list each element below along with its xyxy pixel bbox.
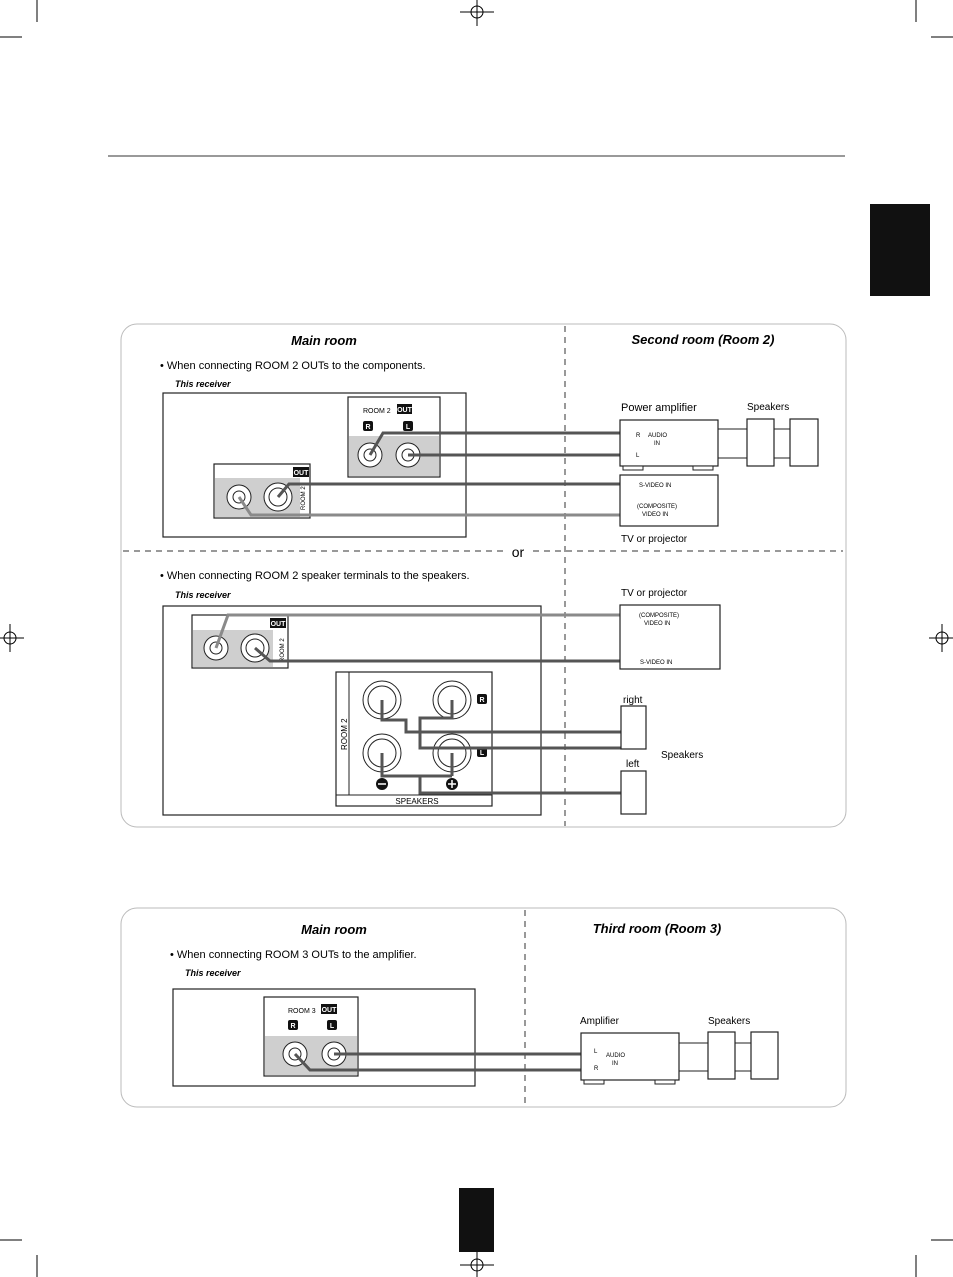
svg-text:ROOM 2: ROOM 2 [280,638,286,662]
tv-label-b: TV or projector [621,588,688,599]
svg-text:ROOM 2: ROOM 2 [340,718,349,750]
speakers-label-c: Speakers [708,1016,750,1027]
speakers-terminal-label: SPEAKERS [395,797,438,806]
svg-text:VIDEO IN: VIDEO IN [642,512,668,518]
svg-text:This receiver: This receiver [185,968,241,978]
svg-text:IN: IN [654,441,660,447]
speakers-label-a: Speakers [747,402,789,413]
power-amplifier [619,419,719,467]
speaker-a2 [789,418,819,467]
panel-room2: or Main room Second room (Room 2) • When… [120,323,847,828]
svg-text:L: L [636,453,640,459]
main-room-title-b: Main room [301,922,367,937]
out-badge-c: OUT [322,1007,338,1014]
section-tab [870,204,930,296]
left-speaker-label: left [626,759,640,770]
instruction-b: • When connecting ROOM 2 speaker termina… [160,570,470,582]
third-room-title: Third room (Room 3) [593,921,722,936]
plus-icon [446,778,458,790]
svg-text:R: R [365,424,370,431]
tv-projector-b [619,604,721,670]
speaker-c1 [707,1031,736,1080]
registration-mark-left [0,624,24,652]
svg-text:R: R [636,433,641,439]
amplifier [580,1032,680,1081]
svg-text:R: R [594,1066,599,1072]
registration-mark-bottom [460,1252,494,1277]
speaker-a1 [746,418,775,467]
svg-text:OUT: OUT [271,621,287,628]
second-room-title: Second room (Room 2) [631,332,774,347]
registration-mark-top [460,0,494,26]
separator-or: or [512,544,525,560]
svg-text:L: L [480,750,485,757]
svg-text:ROOM 2: ROOM 2 [301,486,307,510]
svg-text:OUT: OUT [294,470,310,477]
right-speaker [620,705,647,750]
svg-text:L: L [330,1023,335,1030]
speaker-c2 [750,1031,779,1080]
svg-text:ROOM 2: ROOM 2 [363,408,391,415]
instruction-a: • When connecting ROOM 2 OUTs to the com… [160,360,426,372]
svg-text:(COMPOSITE): (COMPOSITE) [639,613,679,619]
svg-text:IN: IN [612,1061,618,1067]
svg-text:S-VIDEO IN: S-VIDEO IN [639,483,671,489]
svg-text:(COMPOSITE): (COMPOSITE) [637,504,677,510]
svg-text:This receiver: This receiver [175,590,231,600]
power-amplifier-label: Power amplifier [621,402,697,414]
instruction-c: • When connecting ROOM 3 OUTs to the amp… [170,949,417,961]
registration-mark-right [929,624,953,652]
minus-icon [376,778,388,790]
left-speaker [620,770,647,815]
svg-text:L: L [594,1049,598,1055]
tv-label-a: TV or projector [621,534,688,545]
amplifier-label: Amplifier [580,1016,620,1027]
speakers-label-b: Speakers [661,750,703,761]
page-number-tab [459,1188,494,1252]
svg-text:VIDEO IN: VIDEO IN [644,621,670,627]
svg-text:AUDIO: AUDIO [648,433,667,439]
out-badge-a: OUT [397,407,413,414]
right-speaker-label: right [623,695,643,706]
tv-projector-a [619,474,719,527]
panel-room3: Main room Third room (Room 3) • When con… [120,907,847,1108]
svg-text:R: R [290,1023,295,1030]
main-room-title: Main room [291,333,357,348]
svg-text:ROOM 3: ROOM 3 [288,1008,316,1015]
this-receiver-label: This receiver [175,379,231,389]
svg-text:AUDIO: AUDIO [606,1053,625,1059]
svg-text:L: L [406,424,411,431]
svg-text:S-VIDEO IN: S-VIDEO IN [640,660,672,666]
svg-text:R: R [479,697,484,704]
